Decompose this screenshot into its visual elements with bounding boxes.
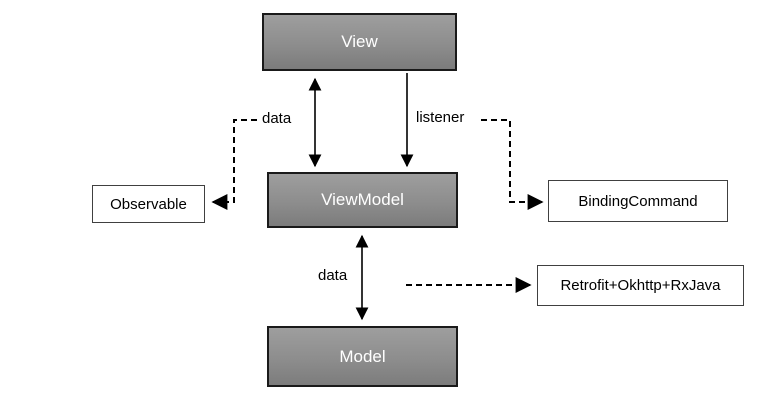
dashed-arrow-to-bindingcommand [481,119,544,210]
viewmodel-label: ViewModel [321,190,404,209]
edge-label-data-top: data [262,110,292,127]
edge-label-listener: listener [416,109,465,126]
retrofit-label: Retrofit+Okhttp+RxJava [560,277,721,294]
model-label: Model [339,346,386,366]
model-box: Model [267,326,458,387]
observable-label: Observable [110,195,187,213]
dashed-arrow-to-observable [211,119,257,210]
bindingcommand-box: BindingCommand [548,180,728,222]
view-box: View [262,13,457,71]
retrofit-box: Retrofit+Okhttp+RxJava [537,265,744,306]
viewmodel-box: ViewModel [267,172,458,228]
bindingcommand-label: BindingCommand [578,192,698,210]
observable-box: Observable [92,185,205,223]
edge-label-data-bottom: data [318,267,348,284]
view-label: View [341,32,378,51]
